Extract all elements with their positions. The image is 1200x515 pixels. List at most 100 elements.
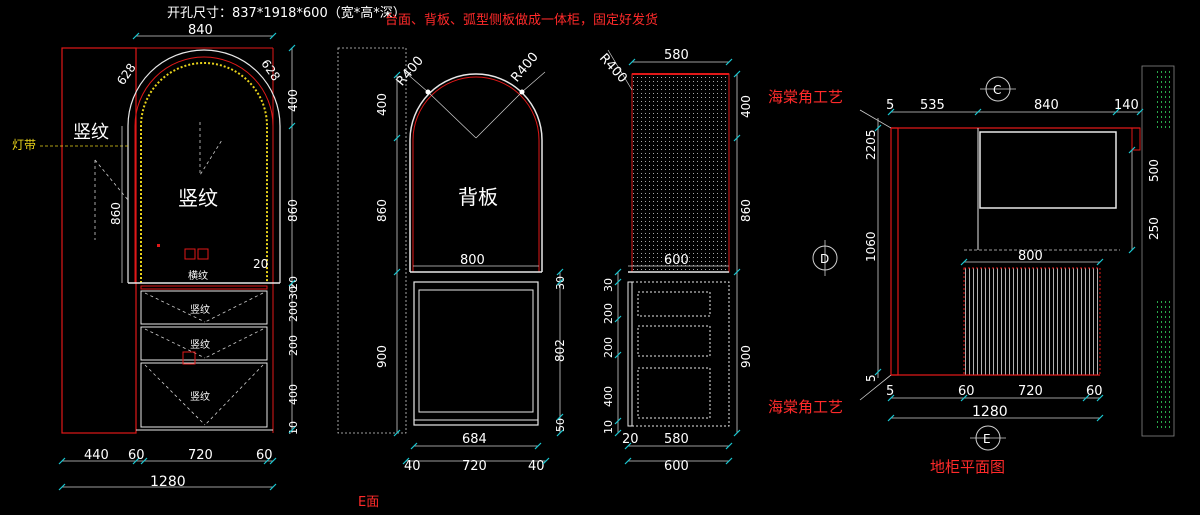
light-strip-line: [140, 62, 268, 283]
dim-text: 30: [602, 278, 615, 292]
dim-text: 1060: [864, 231, 878, 262]
dim-ticks: [58, 32, 296, 491]
radius-point: [519, 89, 525, 95]
dim-text: 600: [664, 459, 689, 474]
dim-text: 400: [602, 386, 615, 407]
dim-text: 10: [602, 420, 615, 434]
dim-text: 5: [864, 374, 878, 382]
dim-text: 684: [462, 432, 487, 447]
back-panel-label: 背板: [458, 185, 498, 209]
wall-green-hatch: [1157, 70, 1173, 130]
dim-text: 20: [287, 276, 300, 290]
dim-text: 40: [528, 459, 545, 474]
side-front-panel: [627, 281, 633, 427]
vertical-grain-label: 竖纹: [178, 186, 218, 210]
dim-text: 1280: [150, 474, 186, 490]
dim-ticks: [614, 58, 741, 465]
dim-text: 860: [375, 199, 389, 222]
dim-text: 200: [602, 337, 615, 358]
drawer-3-section: [637, 367, 711, 419]
marker-label: E: [983, 432, 991, 446]
dim-text: R400: [394, 54, 427, 90]
section-marker-d: D: [812, 240, 838, 276]
handle-icon: [182, 351, 196, 365]
radius-leader: [607, 49, 633, 91]
plan-title: 地柜平面图: [930, 458, 1005, 476]
wall-outline: [1141, 65, 1175, 437]
dim-text: 628: [114, 61, 139, 88]
dim-text: 800: [1018, 249, 1043, 264]
drawer-2: [140, 326, 268, 361]
hole-size-label: 开孔尺寸：837*1918*600（宽*高*深）: [167, 5, 406, 21]
dim-text: 40: [404, 459, 421, 474]
plan-base-cabinet: [963, 267, 1101, 376]
dim-text: 2205: [864, 129, 878, 160]
view-side-section: R400 580 600 400 860 900 30 200 200 400 …: [596, 48, 753, 474]
view-back-panel: R400 R400 背板 400 860 900 800 30 802 50 6…: [337, 47, 567, 474]
dim-text: 20: [622, 432, 639, 447]
view-floor-plan: 海棠角工艺 海棠角工艺 地柜平面图 C D E 5 535 840 140 22…: [768, 65, 1175, 476]
dim-text: 50: [554, 418, 567, 432]
dim-text: 802: [553, 339, 567, 362]
dim-text: R400: [508, 50, 541, 86]
dim-text: 5: [886, 384, 894, 399]
dim-text: 200: [287, 301, 300, 322]
dim-text: 60: [256, 448, 273, 463]
back-arch-outer: [409, 73, 543, 272]
dim-text: 580: [664, 432, 689, 447]
outlet-icon: [197, 248, 209, 260]
dim-text: 900: [375, 345, 389, 368]
dim-text: 800: [460, 253, 485, 268]
inner-arch: [134, 56, 274, 283]
outlet-icon: [184, 248, 196, 260]
back-arch-inner: [412, 76, 540, 272]
dim-text: 1280: [972, 404, 1008, 420]
dim-text: 860: [286, 199, 300, 222]
plan-sink: [979, 131, 1117, 209]
marker-label: C: [993, 83, 1001, 97]
drawer-grain-label: 竖纹: [190, 390, 210, 403]
dim-text: 200: [602, 303, 615, 324]
dim-text: 580: [664, 48, 689, 63]
dim-text: 400: [287, 384, 300, 405]
leader-line: [859, 109, 892, 129]
haitang-corner-label: 海棠角工艺: [768, 398, 843, 416]
drawer-1: [140, 290, 268, 325]
dim-text: 5: [886, 98, 894, 113]
dim-ticks: [874, 108, 1144, 422]
side-body: [631, 281, 730, 427]
dim-text: 840: [188, 23, 213, 38]
section-marker-e: E: [970, 425, 1006, 451]
opening-diagonals: [94, 122, 264, 426]
dim-text: 60: [1086, 384, 1103, 399]
section-marker-c: C: [980, 76, 1016, 102]
side-panel-outline: [61, 47, 137, 434]
dim-text: 400: [739, 95, 753, 118]
cabinet-body: [413, 281, 539, 426]
dim-text: 250: [1147, 217, 1161, 240]
dim-text: 60: [958, 384, 975, 399]
face-label: E面: [358, 495, 379, 510]
dim-text: 860: [739, 199, 753, 222]
plan-end-panel: [1131, 127, 1141, 151]
dim-text: 200: [287, 335, 300, 356]
light-strip-label: 灯带: [12, 138, 36, 152]
marker-dot: [157, 244, 160, 247]
side-panel-hatch: [631, 73, 730, 273]
drawer-1-section: [637, 291, 711, 317]
leader-line: [859, 374, 892, 401]
dim-text: 60: [128, 448, 145, 463]
dim-text: R400: [596, 51, 630, 86]
drawer-3: [140, 362, 268, 428]
dim-text: 535: [920, 98, 945, 113]
assembly-note: 台面、背板、弧型侧板做成一体柜，固定好发货: [385, 12, 658, 28]
haitang-corner-label: 海棠角工艺: [768, 88, 843, 106]
dim-text: 30: [287, 286, 300, 300]
counter-edge: [140, 285, 268, 290]
hole-outline: [337, 47, 407, 434]
view-front-elevation: 灯带 竖纹 竖纹 横纹 竖纹 竖纹 竖纹 840 628 628 400 860…: [12, 23, 300, 491]
plan-left-panel: [890, 127, 899, 376]
dim-text: 720: [1018, 384, 1043, 399]
cabinet-door: [418, 289, 534, 413]
